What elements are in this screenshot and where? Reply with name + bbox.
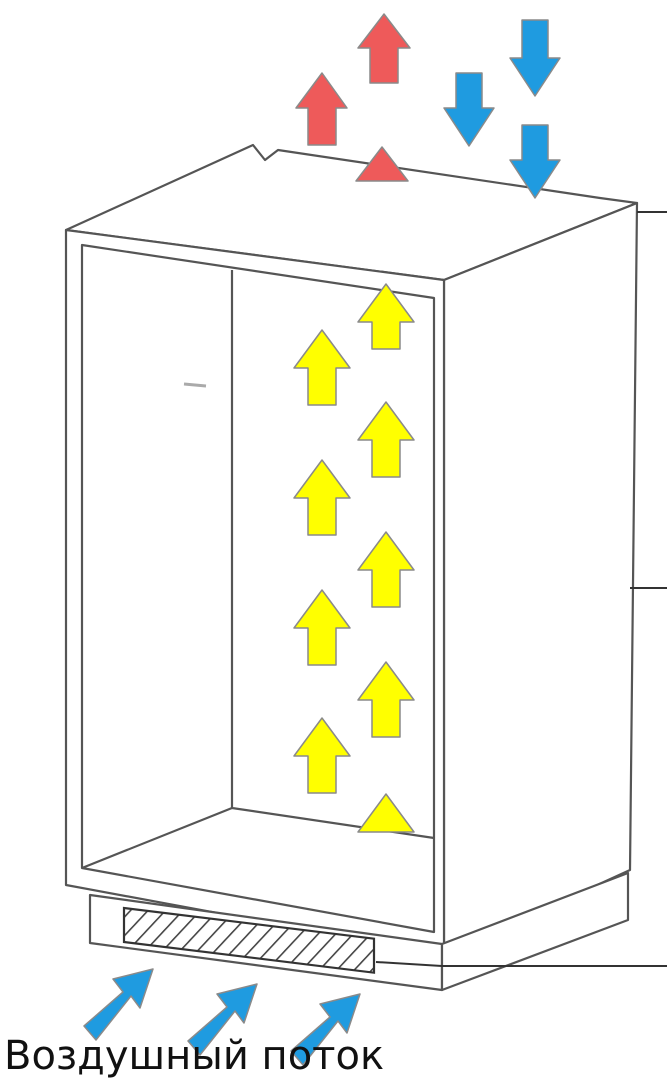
arrow-up-icon bbox=[357, 661, 415, 738]
arrow-up-icon bbox=[295, 72, 348, 146]
arrow-down-icon bbox=[509, 19, 561, 97]
cabinet bbox=[64, 143, 639, 992]
cabinet-right-side bbox=[442, 201, 639, 957]
arrow-up-icon bbox=[293, 329, 351, 406]
internal-air-arrows bbox=[293, 283, 415, 833]
bracket-mark bbox=[183, 382, 207, 388]
plinth-side bbox=[440, 871, 630, 992]
arrow-up-icon bbox=[357, 401, 415, 478]
callout-line-bottom bbox=[375, 961, 667, 967]
warm-air-arrows bbox=[295, 13, 411, 182]
callout-lines bbox=[375, 211, 667, 967]
arrow-up-icon bbox=[355, 146, 409, 182]
arrow-up-icon bbox=[357, 531, 415, 608]
arrow-up-icon bbox=[357, 283, 415, 350]
arrow-up-right-icon bbox=[83, 968, 154, 1041]
cabinet-opening bbox=[80, 243, 436, 934]
caption-airflow: Воздушный поток bbox=[4, 1033, 385, 1079]
arrow-up-icon bbox=[293, 459, 351, 536]
cabinet-floor bbox=[81, 806, 233, 870]
arrow-up-icon bbox=[357, 13, 411, 84]
arrow-down-icon bbox=[509, 124, 561, 199]
intake-arrows bbox=[83, 968, 361, 1066]
hatched-grille-icon bbox=[122, 906, 376, 974]
arrow-up-icon bbox=[357, 793, 415, 833]
arrow-up-icon bbox=[293, 589, 351, 666]
arrow-down-icon bbox=[443, 72, 495, 147]
arrow-up-right-icon bbox=[187, 983, 258, 1056]
arrow-up-icon bbox=[293, 717, 351, 794]
arrow-up-right-icon bbox=[290, 993, 361, 1066]
cool-air-arrows bbox=[443, 19, 561, 199]
